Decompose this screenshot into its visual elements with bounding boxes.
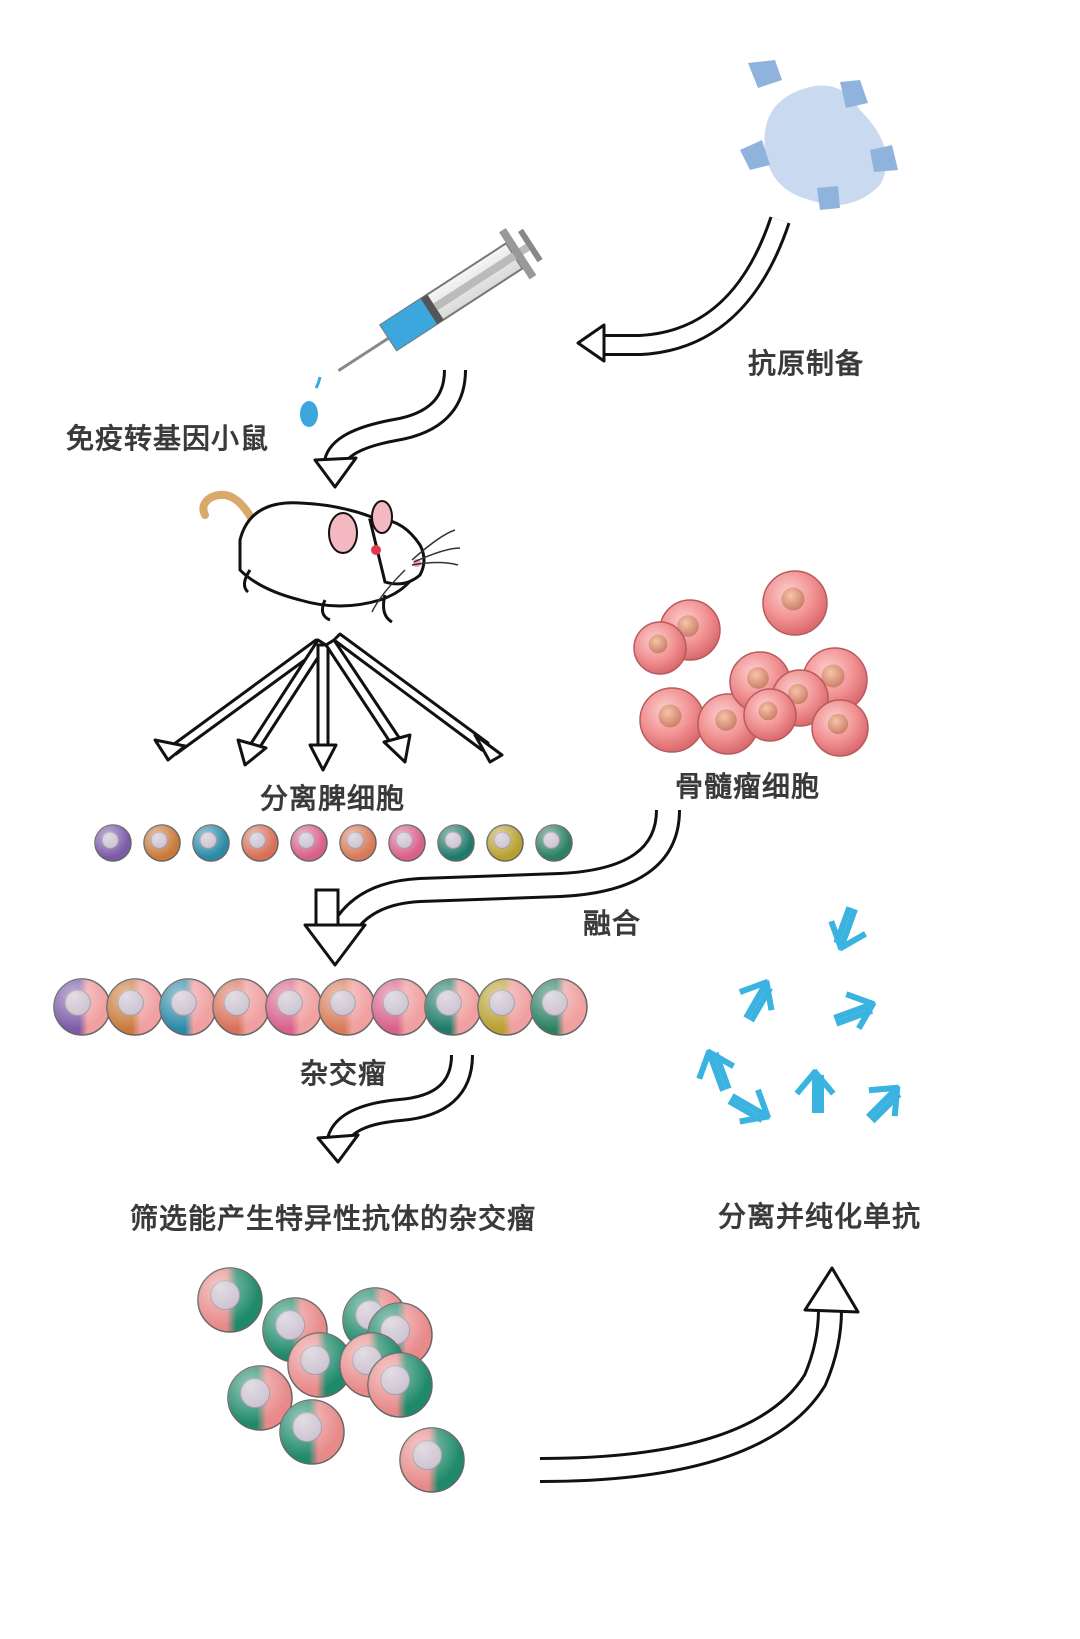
antibody-icon bbox=[738, 978, 775, 1023]
spleen-cell bbox=[143, 824, 181, 862]
hybridoma-cell bbox=[106, 978, 164, 1036]
mouse-illustration bbox=[199, 490, 461, 624]
spleen-cell bbox=[94, 824, 132, 862]
antibody-icon bbox=[828, 906, 868, 952]
selected-hybridoma-cell bbox=[279, 1399, 345, 1465]
selected-hybridoma-cell bbox=[197, 1267, 263, 1333]
label-purify-mab: 分离并纯化单抗 bbox=[718, 1200, 922, 1233]
arrow-selected-to-purify bbox=[539, 1266, 860, 1483]
arrow-down-to-hybridoma bbox=[303, 888, 367, 967]
myeloma-cell bbox=[639, 687, 705, 753]
hybridoma-cell bbox=[265, 978, 323, 1036]
liquid-drip bbox=[314, 376, 322, 389]
label-isolate-spleen-cells: 分离脾细胞 bbox=[260, 782, 406, 815]
hybridoma-cell bbox=[53, 978, 111, 1036]
label-hybridoma: 杂交瘤 bbox=[300, 1057, 388, 1090]
myeloma-cell bbox=[743, 688, 797, 742]
mouse-tail bbox=[199, 490, 259, 529]
myeloma-cell bbox=[633, 621, 687, 675]
arrow-syringe-to-mouse bbox=[313, 369, 467, 489]
hybridoma-cell bbox=[318, 978, 376, 1036]
spleen-cell bbox=[339, 824, 377, 862]
selected-hybridoma-cell bbox=[227, 1365, 293, 1431]
spleen-cell bbox=[241, 824, 279, 862]
myeloma-cell-cluster bbox=[633, 570, 869, 757]
antibody-icon bbox=[727, 1088, 772, 1125]
antibody-icon bbox=[794, 1068, 836, 1113]
hybridoma-cell-row bbox=[53, 978, 588, 1036]
mouse-leg bbox=[243, 569, 252, 594]
label-myeloma-cells: 骨髓瘤细胞 bbox=[675, 770, 821, 803]
spleen-cell bbox=[437, 824, 475, 862]
arrow-fusion bbox=[328, 809, 681, 942]
mouse-ear bbox=[371, 500, 393, 534]
spleen-cell bbox=[535, 824, 573, 862]
myeloma-cell bbox=[762, 570, 828, 636]
antibody-icon bbox=[696, 1048, 736, 1092]
liquid-drop bbox=[300, 401, 318, 427]
selected-hybridoma-cell bbox=[367, 1352, 433, 1418]
mouse-whiskers bbox=[371, 529, 461, 613]
arrow-hybridoma-to-screen bbox=[316, 1054, 474, 1164]
hybridoma-cell bbox=[159, 978, 217, 1036]
hybridoma-cell bbox=[530, 978, 588, 1036]
antibody-icon bbox=[833, 991, 877, 1031]
myeloma-cell bbox=[811, 699, 869, 757]
mouse-ear bbox=[328, 512, 358, 554]
arrow-antigen-to-syringe bbox=[576, 216, 791, 363]
selected-hybridoma-cell bbox=[399, 1427, 465, 1493]
spleen-cell bbox=[388, 824, 426, 862]
myeloma-cell bbox=[697, 693, 759, 755]
spleen-cell-row bbox=[94, 824, 573, 862]
spleen-cell bbox=[486, 824, 524, 862]
antigen-spike bbox=[840, 80, 868, 108]
hybridoma-cell bbox=[212, 978, 270, 1036]
antigen-illustration bbox=[740, 60, 898, 210]
mouse-leg bbox=[320, 599, 331, 622]
selected-hybridoma-cluster bbox=[197, 1267, 465, 1493]
spleen-cell bbox=[290, 824, 328, 862]
mouse-leg bbox=[382, 594, 393, 624]
antigen-spike bbox=[740, 140, 770, 170]
label-screen-hybridoma: 筛选能产生特异性抗体的杂交瘤 bbox=[130, 1202, 537, 1235]
antigen-body bbox=[764, 85, 887, 205]
syringe-illustration bbox=[337, 228, 543, 372]
hybridoma-cell bbox=[371, 978, 429, 1036]
hybridoma-cell bbox=[477, 978, 535, 1036]
mouse-head bbox=[368, 517, 426, 586]
antibody-group bbox=[696, 906, 902, 1125]
label-immunize-mouse: 免疫转基因小鼠 bbox=[66, 422, 270, 455]
antigen-spike bbox=[817, 186, 840, 210]
mouse-eye bbox=[371, 545, 381, 555]
label-fusion: 融合 bbox=[583, 907, 642, 940]
antigen-spike bbox=[748, 60, 782, 88]
label-antigen-prep: 抗原制备 bbox=[748, 347, 865, 380]
arrows-isolate-spleen bbox=[153, 632, 504, 772]
antibody-icon bbox=[866, 1084, 902, 1124]
hybridoma-cell bbox=[424, 978, 482, 1036]
spleen-cell bbox=[192, 824, 230, 862]
antigen-spike bbox=[870, 145, 898, 172]
